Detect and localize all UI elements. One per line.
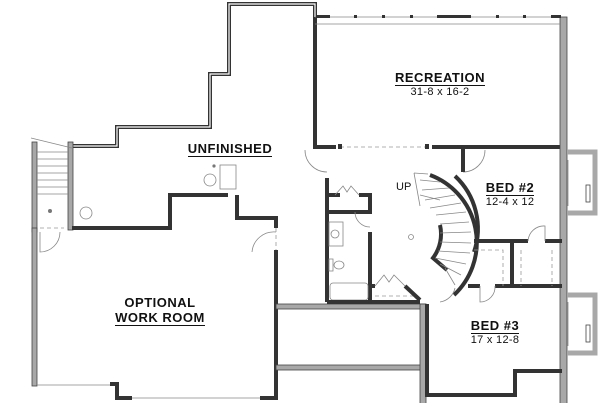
room-dimensions: 17 x 12-8 — [470, 334, 520, 346]
room-dimensions: 31-8 x 16-2 — [410, 86, 470, 98]
unfinished-inner-walls — [72, 164, 278, 230]
bay-windows — [567, 149, 598, 356]
recreation-walls — [304, 15, 568, 403]
room-label-unfinished: UNFINISHED — [175, 141, 285, 157]
room-name: BED #3 — [470, 318, 520, 334]
room-label-bed-2: BED #2 12-4 x 12 — [470, 180, 550, 209]
work-room-walls — [31, 227, 278, 400]
room-name: BED #2 — [485, 180, 535, 196]
room-label-optional-work-room: OPTIONAL WORK ROOM — [100, 295, 220, 326]
room-name: RECREATION — [395, 70, 485, 86]
bedroom-walls — [425, 148, 562, 397]
room-name-line-1: OPTIONAL — [124, 295, 196, 310]
room-name-line-2: WORK ROOM — [115, 310, 205, 326]
room-label-recreation: RECREATION 31-8 x 16-2 — [380, 70, 500, 99]
room-dimensions: 12-4 x 12 — [485, 196, 535, 208]
stair-up-label: UP — [396, 181, 412, 193]
room-label-bed-3: BED #3 17 x 12-8 — [455, 318, 535, 347]
curved-stair — [408, 172, 480, 297]
room-name: UNFINISHED — [187, 141, 273, 157]
unfinished-area-walls — [72, 2, 317, 148]
lower-corridor — [275, 303, 427, 403]
exterior-stair — [30, 137, 74, 233]
bath-walls — [325, 178, 422, 304]
